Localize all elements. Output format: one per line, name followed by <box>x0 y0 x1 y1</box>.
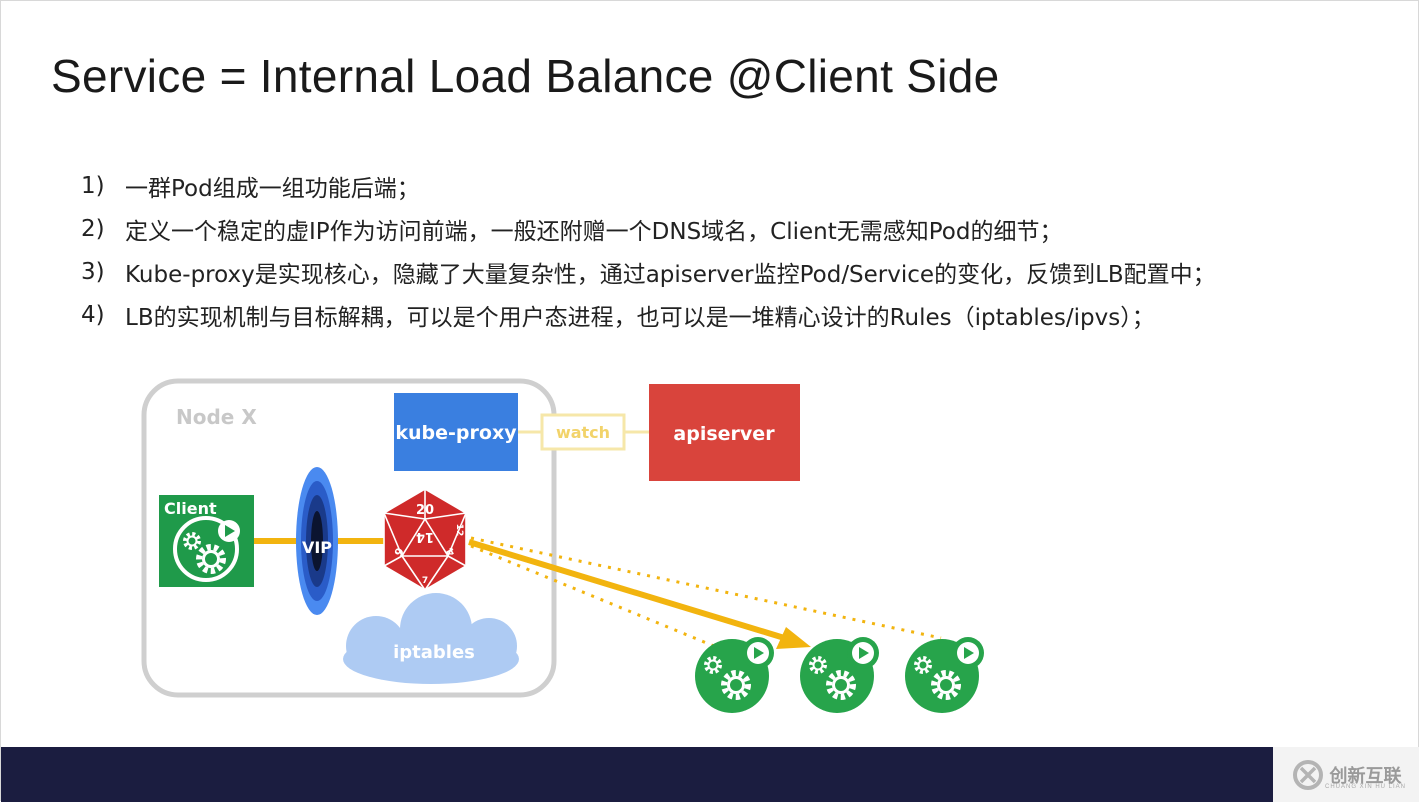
vip-label: VIP <box>302 538 332 557</box>
bullet-number: 2) <box>81 215 105 242</box>
watch-label: watch <box>556 423 610 442</box>
bullet-item: 2) 定义一个稳定的虚IP作为访问前端，一般还附赠一个DNS域名，Client无需… <box>81 207 1216 250</box>
d20-dice-icon: 20 14 6 4 12 7 <box>383 488 467 591</box>
footer-logo: 创新互联 CHUANG XIN HU LIAN <box>1273 747 1419 802</box>
bullet-item: 4) LB的实现机制与目标解耦，可以是个用户态进程，也可以是一堆精心设计的Rule… <box>81 293 1216 336</box>
bullet-item: 1) 一群Pod组成一组功能后端； <box>81 164 1216 207</box>
dice-face-12: 12 <box>454 524 464 537</box>
bullet-text: 一群Pod组成一组功能后端； <box>125 175 420 202</box>
pod-2 <box>800 637 879 713</box>
dotted-line-pod-3 <box>470 536 942 640</box>
bullet-number: 4) <box>81 301 105 328</box>
kube-proxy-box <box>394 393 518 471</box>
iptables-label: iptables <box>393 642 475 663</box>
dice-face-14: 14 <box>416 529 434 544</box>
bullet-number: 3) <box>81 258 105 285</box>
bullet-number: 1) <box>81 172 105 199</box>
client-label: Client <box>164 499 217 518</box>
bullet-item: 3) Kube-proxy是实现核心，隐藏了大量复杂性，通过apiserver监控… <box>81 250 1216 293</box>
vip-portal-icon <box>296 467 338 615</box>
apiserver-box <box>649 384 800 481</box>
arrow-head <box>776 627 811 649</box>
bullet-list: 1) 一群Pod组成一组功能后端； 2) 定义一个稳定的虚IP作为访问前端，一般还附… <box>81 164 1216 336</box>
kube-proxy-label: kube-proxy <box>395 422 517 444</box>
pod-1 <box>695 637 774 713</box>
slide-title: Service = Internal Load Balance @Client … <box>51 50 1000 102</box>
bullet-text: LB的实现机制与目标解耦，可以是个用户态进程，也可以是一堆精心设计的Rules（… <box>125 304 1155 331</box>
apiserver-label: apiserver <box>673 423 775 445</box>
brand-subtitle: CHUANG XIN HU LIAN <box>1325 784 1407 790</box>
brand-name: 创新互联 <box>1329 765 1402 787</box>
cloud-icon <box>343 593 519 684</box>
node-label: Node X <box>176 405 257 429</box>
dice-to-pod-arrow <box>468 539 792 643</box>
footer-bar <box>1 747 1273 802</box>
dice-face-7: 7 <box>422 576 428 586</box>
dice-face-20: 20 <box>416 503 434 518</box>
pod-3 <box>905 637 984 713</box>
watch-box <box>540 413 626 451</box>
bullet-text: 定义一个稳定的虚IP作为访问前端，一般还附赠一个DNS域名，Client无需感知… <box>125 218 1063 245</box>
client-gear-icon <box>173 516 240 582</box>
bullet-text: Kube-proxy是实现核心，隐藏了大量复杂性，通过apiserver监控Po… <box>125 261 1216 288</box>
brand-logo-icon <box>1292 759 1323 790</box>
